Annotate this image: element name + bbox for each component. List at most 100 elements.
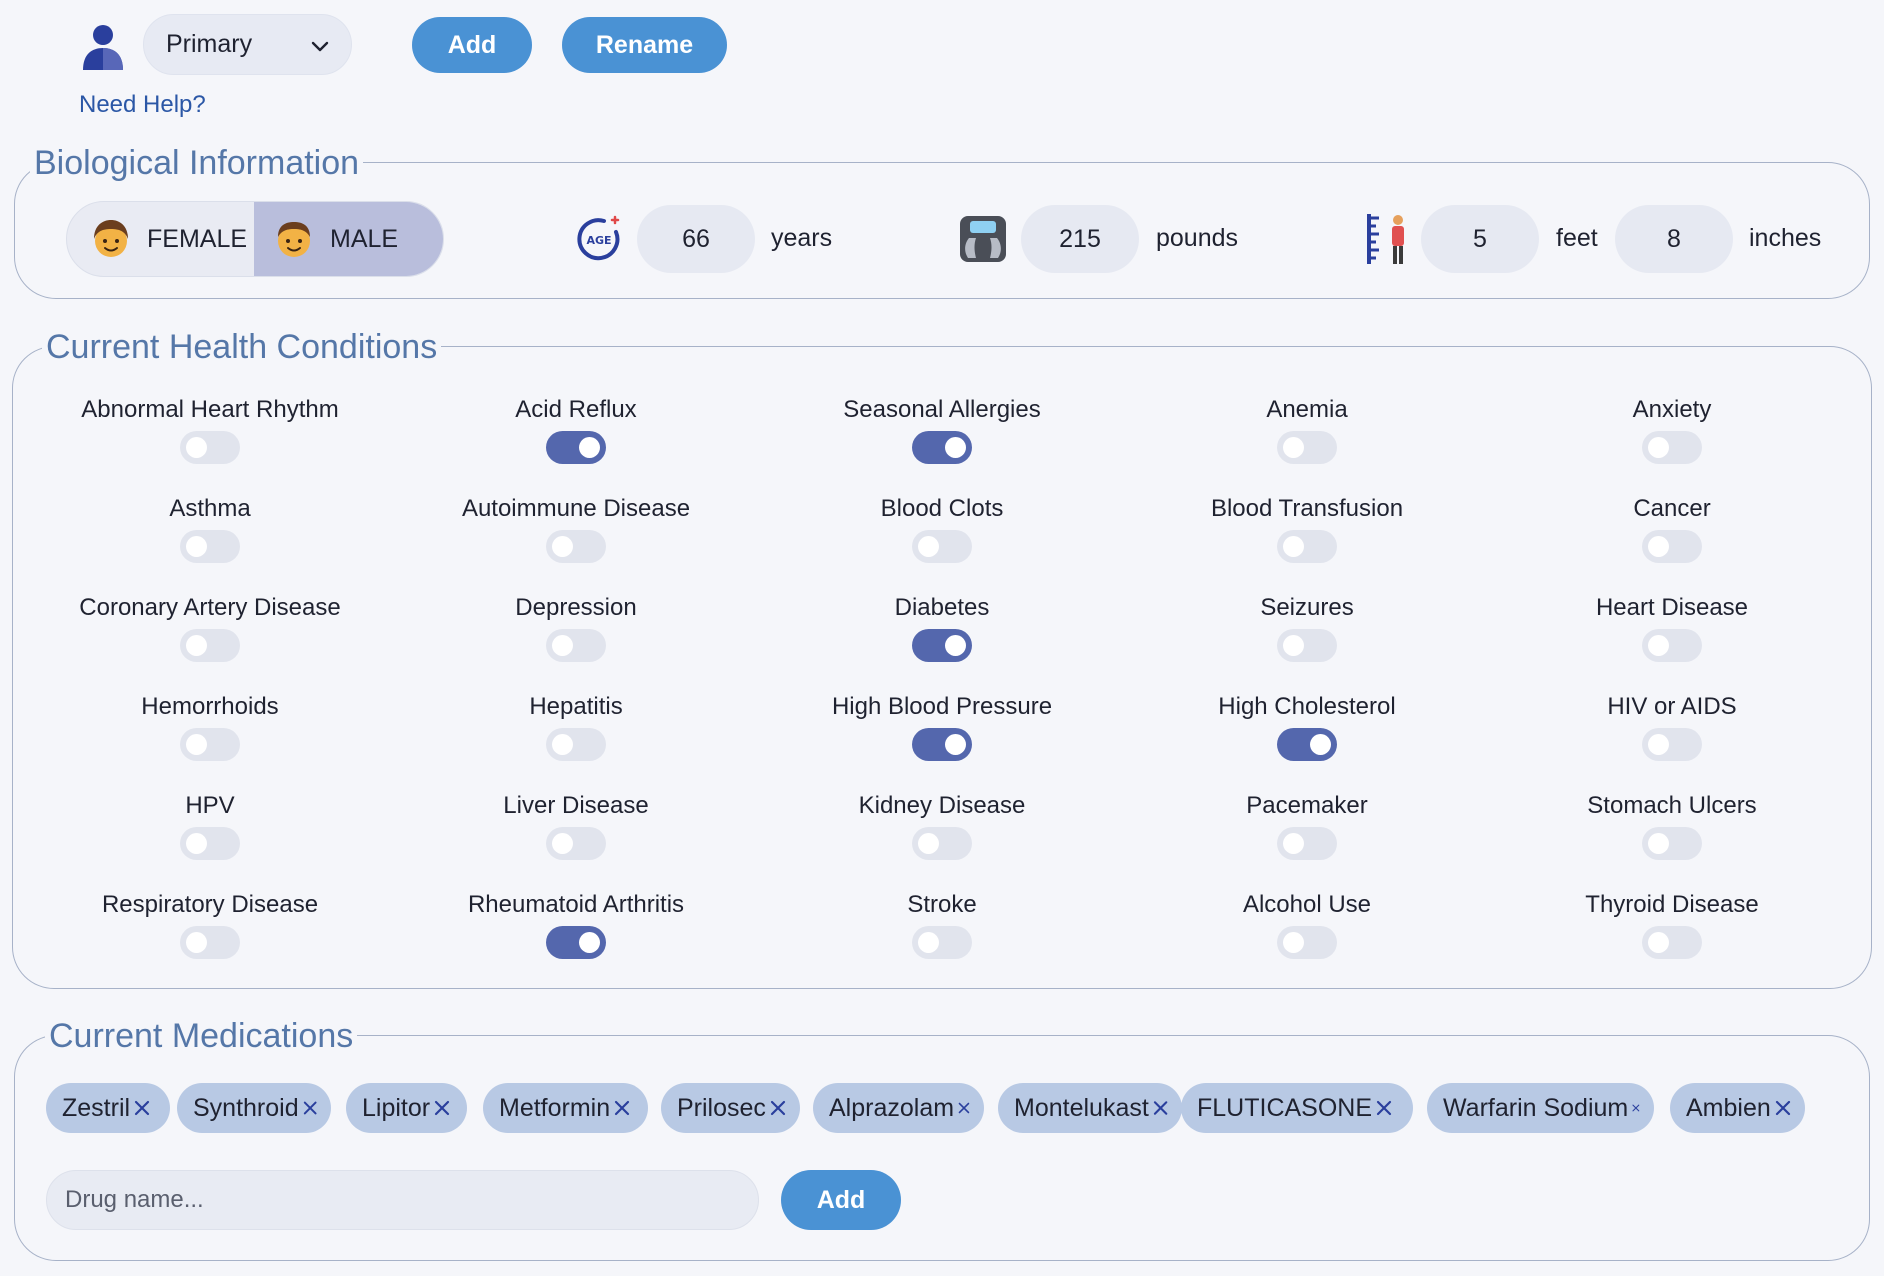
condition-toggle-heart-disease[interactable] [1642, 629, 1702, 662]
condition-toggle-hepatitis[interactable] [546, 728, 606, 761]
condition-alcohol-use: Alcohol Use [1157, 890, 1457, 959]
remove-medication-icon[interactable] [958, 1100, 970, 1116]
condition-toggle-autoimmune-disease[interactable] [546, 530, 606, 563]
condition-toggle-asthma[interactable] [180, 530, 240, 563]
remove-medication-icon[interactable] [1775, 1100, 1791, 1116]
height-feet-input[interactable]: 5 [1421, 205, 1539, 273]
remove-medication-icon[interactable] [1376, 1100, 1392, 1116]
condition-label: Cancer [1633, 495, 1711, 522]
toggle-knob [186, 734, 207, 755]
condition-toggle-stomach-ulcers[interactable] [1642, 827, 1702, 860]
condition-label: Liver Disease [503, 792, 649, 819]
male-option[interactable]: MALE [254, 202, 443, 276]
condition-toggle-high-cholesterol[interactable] [1277, 728, 1337, 761]
condition-toggle-anxiety[interactable] [1642, 431, 1702, 464]
condition-toggle-blood-transfusion[interactable] [1277, 530, 1337, 563]
weight-input[interactable]: 215 [1021, 205, 1139, 273]
remove-medication-icon[interactable] [303, 1100, 317, 1116]
condition-blood-clots: Blood Clots [792, 494, 1092, 563]
toggle-knob [186, 536, 207, 557]
condition-toggle-liver-disease[interactable] [546, 827, 606, 860]
medication-tag-label: Alprazolam [829, 1093, 955, 1122]
condition-toggle-anemia[interactable] [1277, 431, 1337, 464]
condition-label: Coronary Artery Disease [79, 594, 341, 621]
male-face-icon [278, 222, 311, 257]
condition-coronary-artery-disease: Coronary Artery Disease [60, 593, 360, 662]
medication-tag-label: Prilosec [677, 1093, 766, 1122]
condition-blood-transfusion: Blood Transfusion [1157, 494, 1457, 563]
condition-respiratory-disease: Respiratory Disease [60, 890, 360, 959]
remove-medication-icon[interactable] [434, 1100, 450, 1116]
condition-toggle-abnormal-heart-rhythm[interactable] [180, 431, 240, 464]
toggle-knob [1283, 635, 1304, 656]
medication-tag-label: Warfarin Sodium [1443, 1093, 1629, 1122]
toggle-knob [918, 932, 939, 953]
condition-label: Diabetes [894, 594, 990, 621]
condition-toggle-rheumatoid-arthritis[interactable] [546, 926, 606, 959]
height-inches-input[interactable]: 8 [1615, 205, 1733, 273]
rename-profile-button[interactable]: Rename [562, 17, 727, 73]
female-face-icon [94, 220, 128, 257]
remove-medication-icon[interactable] [614, 1100, 630, 1116]
toggle-knob [1648, 437, 1669, 458]
toggle-knob [186, 437, 207, 458]
remove-medication-icon[interactable] [1153, 1100, 1168, 1116]
remove-medication-icon[interactable] [1632, 1100, 1640, 1116]
condition-toggle-high-blood-pressure[interactable] [912, 728, 972, 761]
condition-label: Anemia [1266, 396, 1348, 423]
profile-select[interactable]: Primary [143, 14, 352, 75]
condition-stomach-ulcers: Stomach Ulcers [1522, 791, 1822, 860]
condition-toggle-respiratory-disease[interactable] [180, 926, 240, 959]
add-medication-button[interactable]: Add [781, 1170, 901, 1230]
condition-toggle-hpv[interactable] [180, 827, 240, 860]
condition-toggle-cancer[interactable] [1642, 530, 1702, 563]
condition-toggle-seizures[interactable] [1277, 629, 1337, 662]
medication-tag-alprazolam: Alprazolam [813, 1083, 984, 1133]
condition-cancer: Cancer [1522, 494, 1822, 563]
condition-toggle-pacemaker[interactable] [1277, 827, 1337, 860]
condition-toggle-hemorrhoids[interactable] [180, 728, 240, 761]
drug-name-input[interactable] [46, 1170, 759, 1230]
condition-label: High Cholesterol [1218, 693, 1396, 720]
toggle-knob [552, 734, 573, 755]
female-option[interactable]: FEMALE [67, 202, 254, 276]
remove-medication-icon[interactable] [770, 1100, 786, 1116]
condition-label: Seizures [1260, 594, 1354, 621]
condition-hiv-or-aids: HIV or AIDS [1522, 692, 1822, 761]
condition-toggle-acid-reflux[interactable] [546, 431, 606, 464]
toggle-knob [579, 932, 600, 953]
condition-toggle-stroke[interactable] [912, 926, 972, 959]
toggle-knob [945, 635, 966, 656]
medication-tag-label: FLUTICASONE [1197, 1093, 1373, 1122]
medication-tag-prilosec: Prilosec [661, 1083, 800, 1133]
need-help-link[interactable]: Need Help? [79, 91, 206, 118]
toggle-knob [552, 635, 573, 656]
remove-medication-icon[interactable] [134, 1100, 150, 1116]
condition-toggle-alcohol-use[interactable] [1277, 926, 1337, 959]
condition-toggle-blood-clots[interactable] [912, 530, 972, 563]
condition-heart-disease: Heart Disease [1522, 593, 1822, 662]
condition-toggle-diabetes[interactable] [912, 629, 972, 662]
condition-label: High Blood Pressure [831, 693, 1053, 720]
condition-seizures: Seizures [1157, 593, 1457, 662]
toggle-knob [579, 437, 600, 458]
condition-toggle-thyroid-disease[interactable] [1642, 926, 1702, 959]
condition-toggle-kidney-disease[interactable] [912, 827, 972, 860]
condition-toggle-seasonal-allergies[interactable] [912, 431, 972, 464]
medication-tag-label: Lipitor [362, 1093, 431, 1122]
condition-toggle-depression[interactable] [546, 629, 606, 662]
age-icon: AGE [577, 215, 620, 261]
add-profile-button[interactable]: Add [412, 17, 532, 73]
health-conditions-section [12, 346, 1872, 989]
toggle-knob [1648, 635, 1669, 656]
condition-diabetes: Diabetes [792, 593, 1092, 662]
medication-tag-label: Montelukast [1014, 1093, 1149, 1122]
user-profile-icon [83, 25, 123, 70]
condition-toggle-hiv-or-aids[interactable] [1642, 728, 1702, 761]
toggle-knob [1283, 833, 1304, 854]
condition-label: Hepatitis [529, 693, 623, 720]
age-unit: years [771, 224, 833, 252]
age-input[interactable]: 66 [637, 205, 755, 273]
medication-tag-label: Ambien [1686, 1093, 1771, 1122]
condition-toggle-coronary-artery-disease[interactable] [180, 629, 240, 662]
